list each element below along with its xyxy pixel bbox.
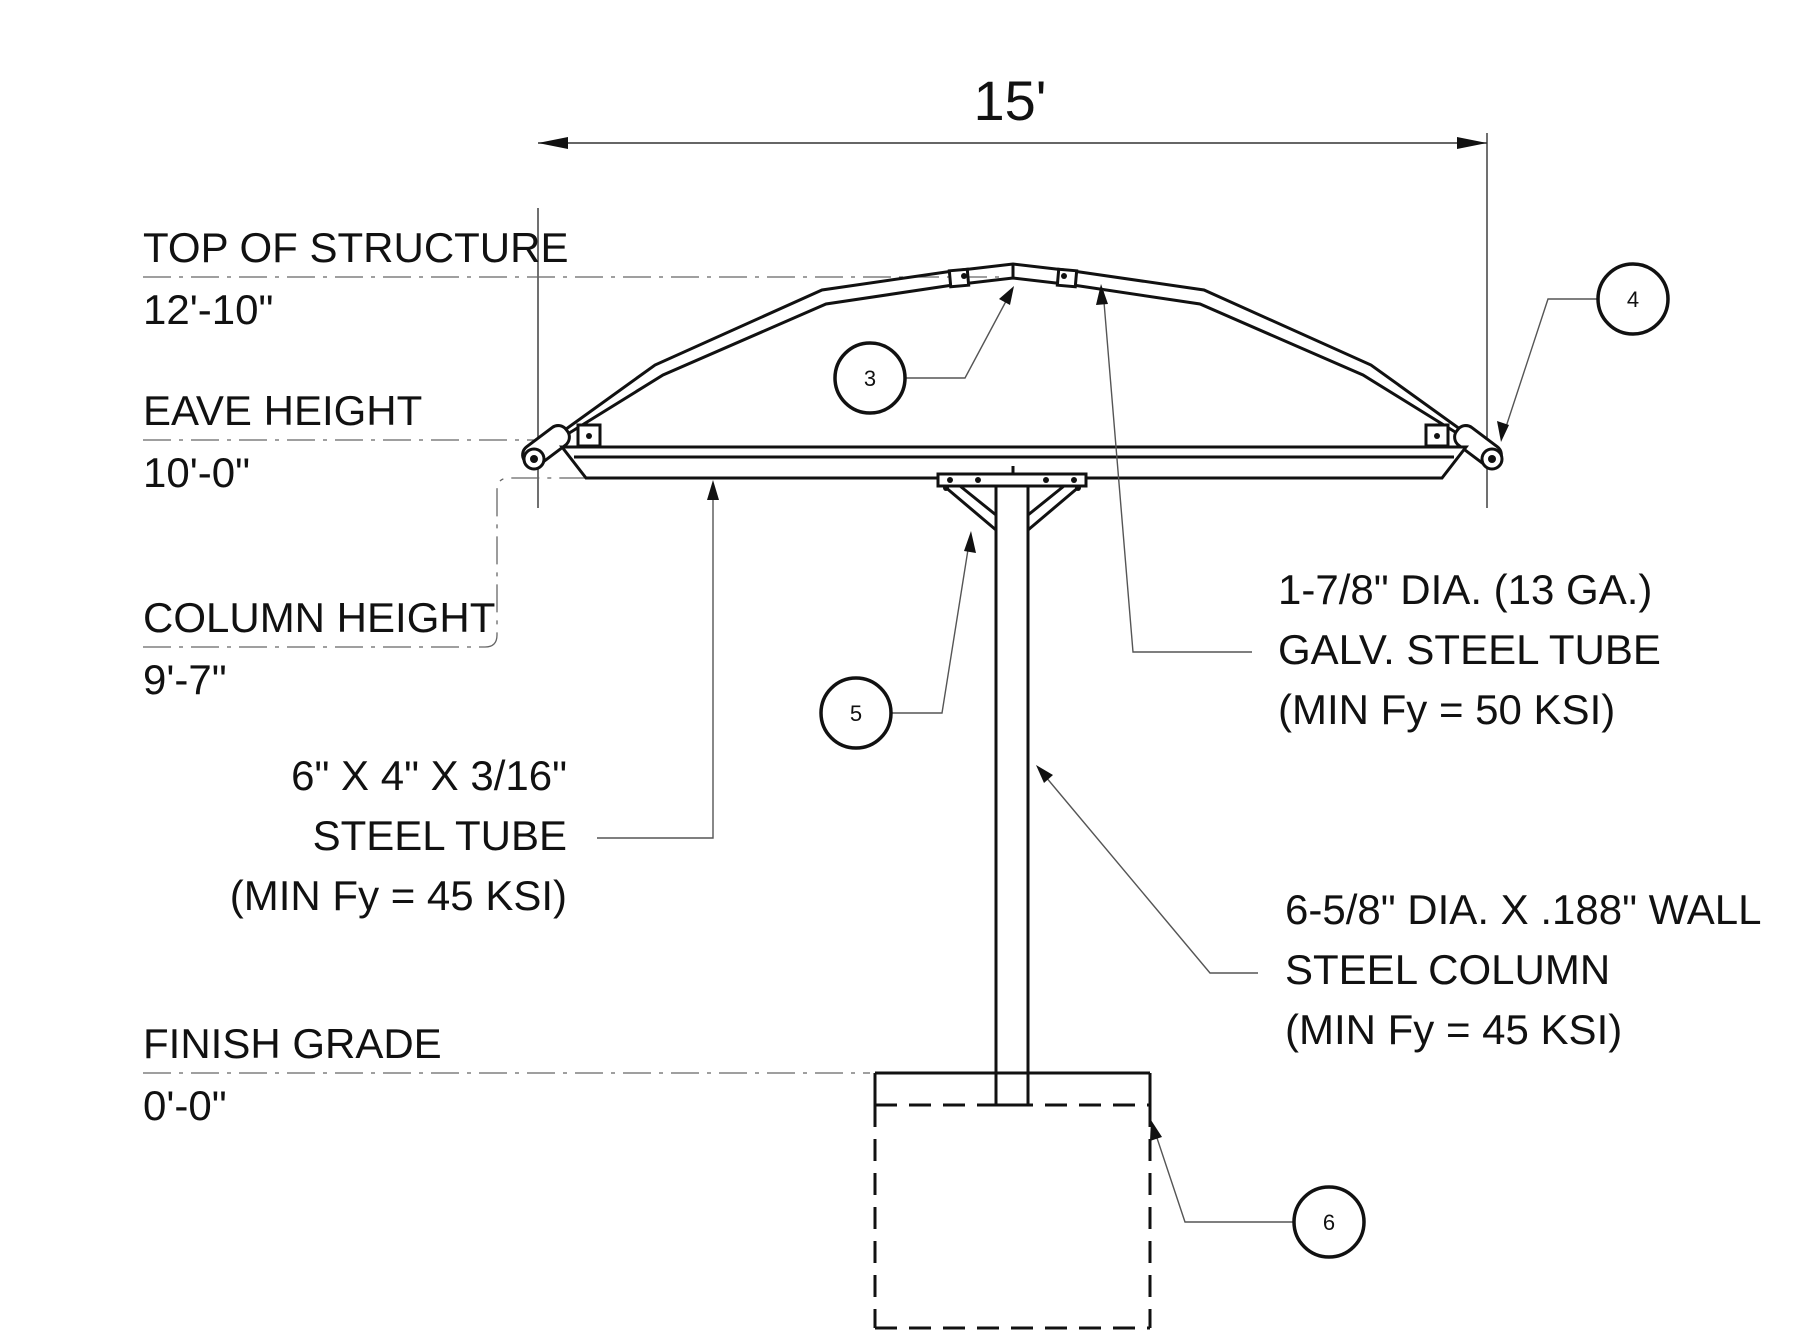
overall-width-dimension: 15' — [537, 69, 1488, 508]
leaders — [597, 284, 1598, 1223]
roof-purlin-tube — [521, 262, 1504, 471]
finish-grade-value: 0'-0" — [143, 1082, 227, 1129]
column-height-guide — [143, 477, 590, 648]
column-height-value: 9'-7" — [143, 656, 227, 703]
eave-height-value: 10'-0" — [143, 449, 250, 496]
column-callout-line-2: STEEL COLUMN — [1285, 946, 1610, 993]
finish-grade-title: FINISH GRADE — [143, 1020, 442, 1067]
purlin-callout: 1-7/8" DIA. (13 GA.) GALV. STEEL TUBE (M… — [1278, 566, 1661, 733]
elevation-labels: TOP OF STRUCTURE 12'-10" EAVE HEIGHT 10'… — [143, 224, 568, 1129]
main-beam — [558, 445, 1470, 480]
steel-column — [936, 466, 1088, 1107]
overall-width-label: 15' — [974, 69, 1047, 132]
detail-bubble-5: 5 — [819, 676, 893, 750]
right-purlin-end — [1453, 424, 1504, 471]
detail-bubble-6-label: 6 — [1323, 1210, 1335, 1235]
purlin-callout-line-1: 1-7/8" DIA. (13 GA.) — [1278, 566, 1652, 613]
detail-bubble-6: 6 — [1292, 1185, 1366, 1259]
beam-callout-line-1: 6" X 4" X 3/16" — [291, 752, 567, 799]
detail-bubble-4-label: 4 — [1627, 287, 1639, 312]
detail-bubble-5-label: 5 — [850, 701, 862, 726]
beam-callout-line-2: STEEL TUBE — [313, 812, 567, 859]
concrete-footing — [873, 1071, 1152, 1330]
top-of-structure-title: TOP OF STRUCTURE — [143, 224, 568, 271]
eave-height-title: EAVE HEIGHT — [143, 387, 422, 434]
detail-bubble-4: 4 — [1596, 262, 1670, 336]
purlin-callout-line-2: GALV. STEEL TUBE — [1278, 626, 1661, 673]
purlin-callout-line-3: (MIN Fy = 50 KSI) — [1278, 686, 1615, 733]
beam-callout-line-3: (MIN Fy = 45 KSI) — [230, 872, 567, 919]
detail-bubble-3-label: 3 — [864, 366, 876, 391]
left-purlin-end — [521, 424, 571, 471]
column-callout-line-3: (MIN Fy = 45 KSI) — [1285, 1006, 1622, 1053]
beam-callout: 6" X 4" X 3/16" STEEL TUBE (MIN Fy = 45 … — [230, 752, 567, 919]
column-callout: 6-5/8" DIA. X .188" WALL STEEL COLUMN (M… — [1285, 886, 1761, 1053]
elevation-guides — [143, 276, 1000, 1074]
top-of-structure-value: 12'-10" — [143, 286, 273, 333]
column-callout-line-1: 6-5/8" DIA. X .188" WALL — [1285, 886, 1761, 933]
detail-bubble-3: 3 — [833, 341, 907, 415]
column-height-title: COLUMN HEIGHT — [143, 594, 495, 641]
